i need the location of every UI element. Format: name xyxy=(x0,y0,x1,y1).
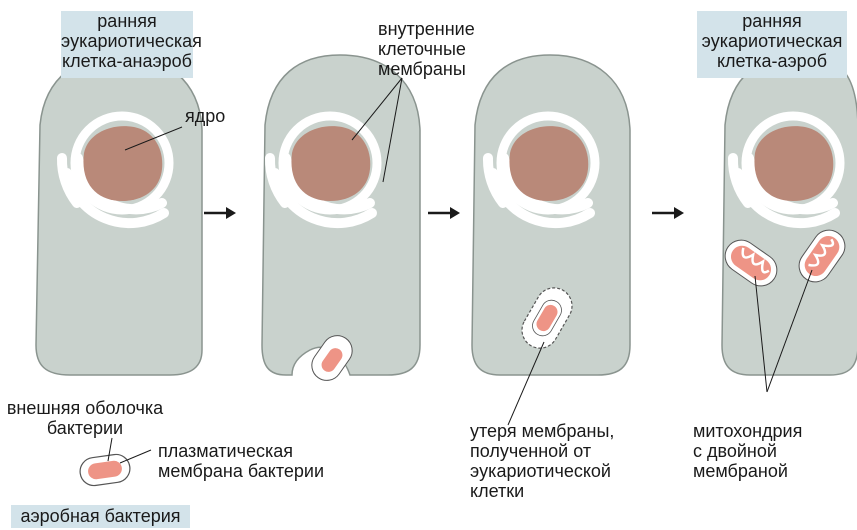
label-inner-membranes-line3: мембраны xyxy=(378,59,475,79)
label-plasma-membrane: плазматическая мембрана бактерии xyxy=(158,441,324,481)
label-plasma-membrane-line1: плазматическая xyxy=(158,441,324,461)
title-aerobe-line2: эукариотическая xyxy=(697,31,847,51)
label-outer-shell: внешняя оболочка бактерии xyxy=(6,398,164,438)
cell-internalized xyxy=(472,55,630,375)
label-mitochondria-line2: с двойной xyxy=(693,441,802,461)
label-nucleus: ядро xyxy=(185,106,225,126)
title-anaerobe-line1: ранняя xyxy=(61,11,193,31)
label-outer-shell-line2: бактерии xyxy=(6,418,164,438)
free-aerobic-bacterium xyxy=(78,453,131,488)
label-mitochondria-line1: митохондрия xyxy=(693,421,802,441)
arrow-2 xyxy=(428,207,460,219)
leader-lines xyxy=(108,78,812,463)
cell-aerobe xyxy=(719,55,857,375)
title-box-anaerobe: ранняя эукариотическая клетка-анаэроб xyxy=(61,11,193,78)
label-membrane-loss-line2: полученной от xyxy=(470,441,614,461)
cell-anaerobe xyxy=(36,55,202,375)
label-membrane-loss: утеря мембраны, полученной от эукариотич… xyxy=(470,421,614,501)
label-inner-membranes: внутренние клеточные мембраны xyxy=(378,19,475,79)
title-box-aerobe: ранняя эукариотическая клетка-аэроб xyxy=(697,11,847,78)
label-membrane-loss-line1: утеря мембраны, xyxy=(470,421,614,441)
cell-engulfing xyxy=(262,55,420,386)
label-aerobic-bacterium: аэробная бактерия xyxy=(11,505,190,528)
title-aerobe-line1: ранняя xyxy=(697,11,847,31)
arrow-1 xyxy=(204,207,236,219)
title-aerobe-line3: клетка-аэроб xyxy=(697,51,847,71)
label-plasma-membrane-line2: мембрана бактерии xyxy=(158,461,324,481)
label-mitochondria: митохондрия с двойной мембраной xyxy=(693,421,802,481)
label-inner-membranes-line2: клеточные xyxy=(378,39,475,59)
label-mitochondria-line3: мембраной xyxy=(693,461,802,481)
label-membrane-loss-line3: эукариотической xyxy=(470,461,614,481)
label-membrane-loss-line4: клетки xyxy=(470,481,614,501)
title-anaerobe-line3: клетка-анаэроб xyxy=(61,51,193,71)
label-inner-membranes-line1: внутренние xyxy=(378,19,475,39)
arrow-3 xyxy=(652,207,684,219)
label-outer-shell-line1: внешняя оболочка xyxy=(6,398,164,418)
title-anaerobe-line2: эукариотическая xyxy=(61,31,193,51)
